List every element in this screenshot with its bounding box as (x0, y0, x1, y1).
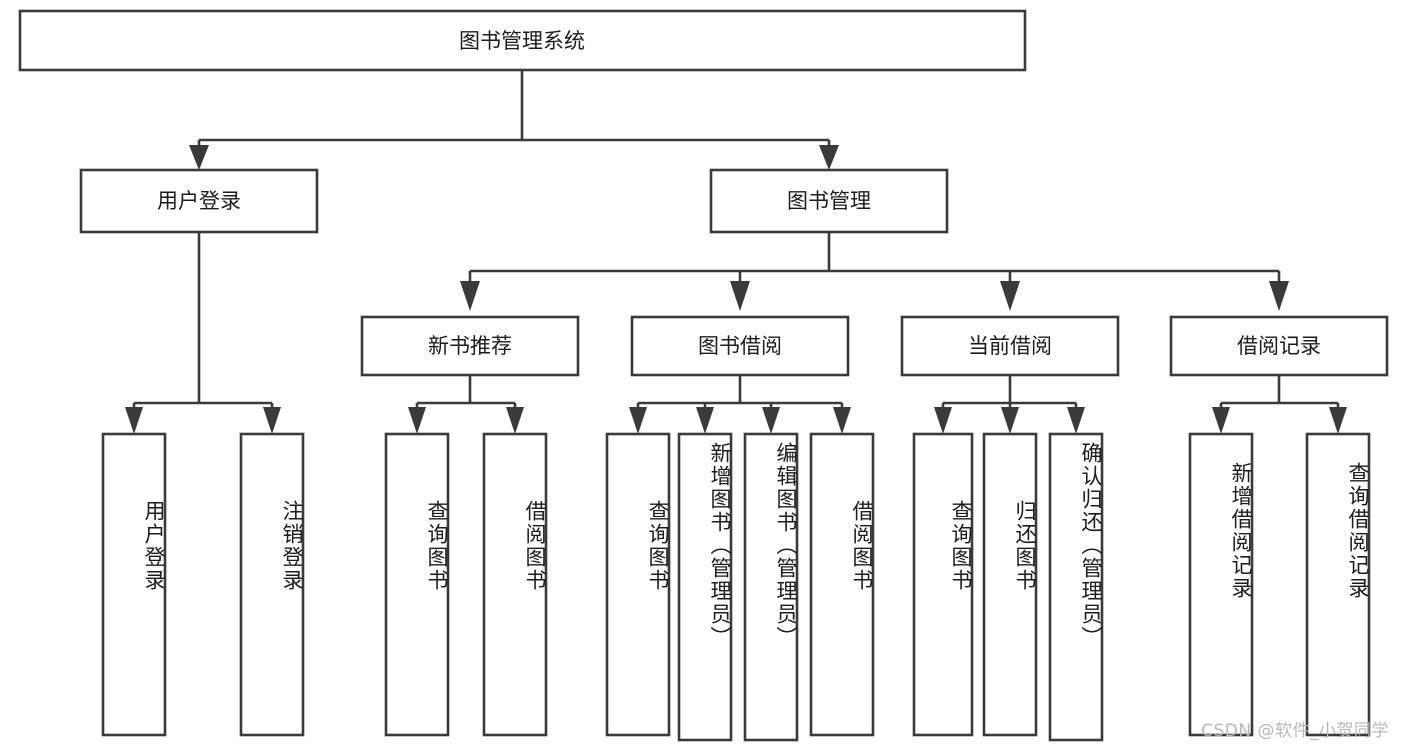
node-root-label: 图书管理系统 (459, 29, 585, 53)
leaf-box-user-login-2[interactable] (239, 432, 305, 737)
node-borrow-record-label: 借阅记录 (1237, 334, 1321, 358)
leaf-box-book-borrow-4[interactable] (809, 432, 875, 737)
arrow-root-to-user-login (189, 145, 209, 170)
arrow-new-book-leaf-1 (408, 407, 426, 434)
leaf-box-current-borrow-1[interactable] (912, 432, 974, 737)
arrow-user-login-leaf-2 (263, 407, 281, 434)
leaf-box-book-borrow-2[interactable] (677, 432, 733, 742)
arrow-book-manage-to-current-borrow (1000, 281, 1020, 311)
leaf-box-user-login-1[interactable] (101, 432, 167, 737)
leaf-box-book-borrow-3[interactable] (743, 432, 799, 742)
node-book-borrow-label: 图书借阅 (698, 334, 782, 358)
leaf-box-new-book-2[interactable] (482, 432, 548, 737)
leaf-box-borrow-record-2[interactable] (1305, 432, 1371, 737)
arrow-book-borrow-leaf-3 (762, 407, 780, 434)
csdn-watermark: CSDN @软件_小贺同学 (1201, 721, 1389, 741)
arrow-book-borrow-leaf-1 (629, 407, 647, 434)
leaf-box-book-borrow-1[interactable] (605, 432, 671, 737)
arrow-borrow-record-leaf-2 (1329, 407, 1347, 434)
leaf-box-borrow-record-1[interactable] (1188, 432, 1254, 737)
node-root-box[interactable] (18, 9, 1027, 72)
node-current-borrow-box[interactable] (900, 315, 1120, 377)
arrow-book-manage-to-borrow-record (1269, 281, 1289, 311)
leaf-box-current-borrow-2[interactable] (982, 432, 1038, 737)
arrow-book-borrow-leaf-2 (696, 407, 714, 434)
leaf-box-current-borrow-3[interactable] (1048, 432, 1104, 742)
arrow-current-borrow-leaf-2 (1001, 407, 1019, 434)
leaf-box-new-book-1[interactable] (384, 432, 450, 737)
node-current-borrow-label: 当前借阅 (968, 334, 1052, 358)
arrow-user-login-leaf-1 (125, 407, 143, 434)
arrow-book-manage-to-book-borrow (730, 281, 750, 311)
node-book-manage-label: 图书管理 (787, 189, 871, 213)
node-user-login-box[interactable] (79, 168, 319, 234)
arrow-book-manage-to-new-book (460, 281, 480, 311)
arrow-root-to-book-manage (819, 145, 839, 170)
node-new-book-recommend-box[interactable] (360, 315, 580, 377)
arrow-book-borrow-leaf-4 (833, 407, 851, 434)
node-new-book-recommend-label: 新书推荐 (428, 334, 512, 358)
arrow-new-book-leaf-2 (506, 407, 524, 434)
arrow-current-borrow-leaf-3 (1067, 407, 1085, 434)
arrow-current-borrow-leaf-1 (934, 407, 952, 434)
node-user-login-label: 用户登录 (157, 189, 241, 213)
arrow-borrow-record-leaf-1 (1212, 407, 1230, 434)
